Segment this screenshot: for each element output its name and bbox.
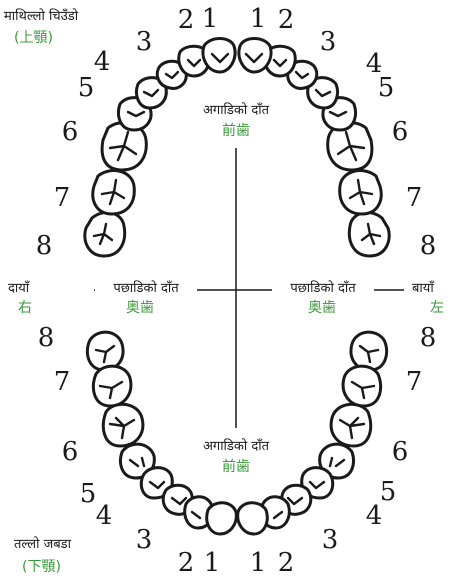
upper-left-number-5: 5: [78, 73, 95, 103]
lower-left-number-7: 7: [54, 367, 71, 397]
lower-left-central-1: [207, 503, 237, 534]
upper-left-number-8: 8: [36, 231, 53, 261]
upper-left-number-6: 6: [62, 117, 79, 147]
upper-left-number-1: 1: [202, 4, 219, 34]
lower-left-number-2: 2: [178, 548, 195, 578]
lower-left-number-8: 8: [38, 323, 55, 353]
upper-jaw-label-cn: (上顎): [14, 30, 53, 46]
lower-front-teeth-label: अगाडिको दाँत: [203, 438, 270, 454]
upper-right-number-8: 8: [420, 231, 437, 261]
lower-front-teeth-label-cn: 前歯: [222, 458, 250, 475]
upper-right-number-6: 6: [392, 117, 409, 147]
back-teeth-label-right-side-cn: 奥歯: [126, 299, 154, 316]
lower-left-number-5: 5: [80, 479, 97, 509]
upper-front-teeth-label: अगाडिको दाँत: [203, 102, 270, 118]
back-teeth-label-left-side-cn: 奥歯: [308, 299, 336, 316]
upper-left-number-3: 3: [136, 27, 153, 57]
lower-right-central-1: [238, 503, 268, 534]
upper-right-number-1: 1: [250, 4, 267, 34]
lower-left-number-1: 1: [204, 548, 221, 578]
lower-right-number-6: 6: [392, 437, 409, 467]
lower-left-number-6: 6: [62, 437, 79, 467]
back-teeth-label-left-side: पछाडिको दाँत: [290, 280, 356, 296]
upper-front-teeth-label-cn: 前歯: [222, 122, 250, 139]
upper-right-number-7: 7: [406, 183, 423, 213]
upper-left-number-7: 7: [54, 183, 71, 213]
lower-right-number-1: 1: [250, 548, 267, 578]
upper-right-number-2: 2: [278, 5, 295, 35]
lower-right-number-2: 2: [278, 548, 295, 578]
right-side-label-cn: 右: [18, 300, 32, 316]
back-teeth-label-right-side: पछाडिको दाँत: [113, 280, 179, 296]
lower-left-number-4: 4: [96, 501, 113, 531]
upper-arch: [85, 39, 389, 257]
upper-left-number-2: 2: [178, 5, 195, 35]
lower-left-number-3: 3: [136, 525, 153, 555]
left-side-label: बायाँ: [412, 280, 435, 296]
upper-left-number-4: 4: [94, 47, 111, 77]
left-side-label-cn: 左: [430, 300, 444, 316]
upper-right-number-5: 5: [378, 73, 395, 103]
upper-jaw-label: माथिल्लो चिउँडो: [4, 8, 79, 24]
upper-right-number-3: 3: [320, 27, 337, 57]
mask-left: [26, 280, 94, 298]
upper-right-central-1: [239, 39, 271, 73]
lower-right-number-3: 3: [322, 525, 339, 555]
lower-right-number-7: 7: [406, 367, 423, 397]
lower-jaw-label-cn: (下顎): [22, 559, 61, 575]
upper-left-central-1: [203, 39, 235, 73]
lower-jaw-label: तल्लो जबडा: [14, 536, 72, 552]
right-side-label: दायाँ: [8, 280, 30, 296]
lower-right-number-4: 4: [366, 501, 383, 531]
lower-right-number-8: 8: [420, 323, 437, 353]
